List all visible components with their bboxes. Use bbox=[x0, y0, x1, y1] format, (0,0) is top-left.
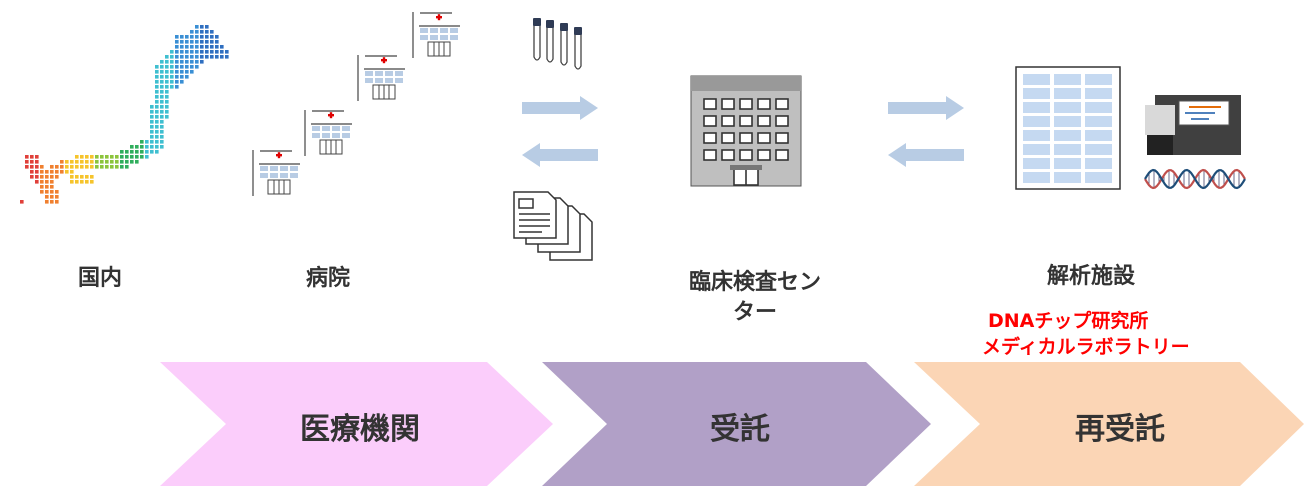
office-building-icon bbox=[690, 75, 802, 187]
domestic-label: 国内 bbox=[78, 266, 123, 291]
stage3-label: 再受託 bbox=[1075, 412, 1165, 447]
microarray-plate-icon bbox=[1015, 66, 1121, 190]
documents-icon bbox=[513, 191, 593, 261]
left-arrow-icon bbox=[888, 143, 964, 167]
right-arrow-icon bbox=[888, 96, 964, 120]
sample-tubes-icon bbox=[533, 18, 582, 70]
lab-center-label-line1: 臨床検査セン bbox=[688, 270, 821, 295]
dna-icon bbox=[1144, 168, 1246, 190]
chevron-stage1 bbox=[160, 362, 553, 486]
japan-map-icon bbox=[20, 25, 229, 204]
right-arrow-icon bbox=[522, 96, 598, 120]
analysis-org-line2: メディカルラボラトリー bbox=[982, 336, 1190, 358]
stage2-label: 受託 bbox=[710, 412, 770, 447]
lab-center-label-line2: ター bbox=[732, 300, 777, 325]
chevron-stage2 bbox=[542, 362, 931, 486]
analysis-org-line1: DNAチップ研究所 bbox=[988, 310, 1149, 332]
analysis-label: 解析施設 bbox=[1047, 264, 1136, 289]
hospital-label: 病院 bbox=[306, 266, 351, 291]
analysis-org-label: DNAチップ研究所 メディカルラボラトリー bbox=[982, 308, 1190, 360]
sequencer-icon bbox=[1145, 95, 1241, 155]
chevron-stage3 bbox=[914, 362, 1304, 486]
left-arrow-icon bbox=[522, 143, 598, 167]
lab-center-label: 臨床検査セン ター bbox=[660, 268, 850, 328]
stage1-label: 医療機関 bbox=[300, 412, 420, 447]
